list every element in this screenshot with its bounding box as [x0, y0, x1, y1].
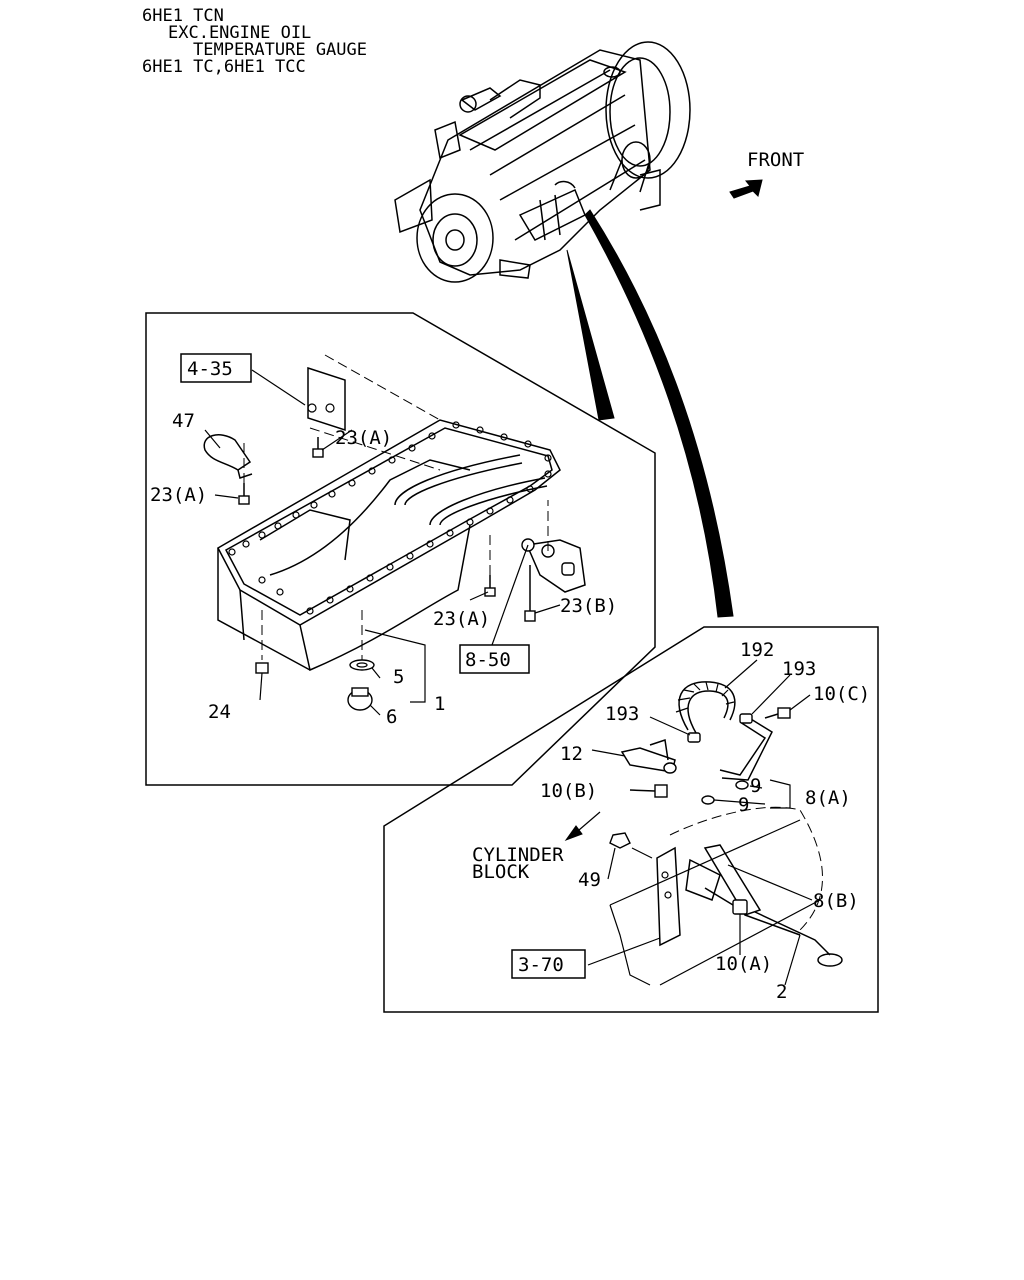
callout-1: 1 — [434, 693, 445, 715]
callout-12: 12 — [560, 743, 583, 765]
callout-8b: 8(B) — [813, 890, 859, 912]
callout-10b: 10(B) — [540, 780, 597, 802]
dipstick-panel — [383, 626, 879, 1013]
ref-8-50-label: 8-50 — [465, 649, 511, 671]
callout-6: 6 — [386, 706, 397, 728]
callout-10c: 10(C) — [813, 683, 870, 705]
callout-9-lower: 9 — [738, 794, 749, 816]
callout-8a: 8(A) — [805, 787, 851, 809]
oil-pan-panel — [145, 312, 656, 786]
front-direction-label: FRONT — [747, 149, 804, 171]
dipstick-pointer — [584, 209, 734, 618]
callout-49: 49 — [578, 869, 601, 891]
callout-23a-bottom: 23(A) — [433, 608, 490, 630]
callout-9-upper: 9 — [750, 775, 761, 797]
callout-193-right: 193 — [782, 658, 816, 680]
ref-3-70-label: 3-70 — [518, 954, 564, 976]
header-line-2: EXC.ENGINE OIL — [168, 23, 311, 43]
callout-24: 24 — [208, 701, 231, 723]
header-line-4: 6HE1 TC,6HE1 TCC — [142, 57, 306, 77]
callout-47: 47 — [172, 410, 195, 432]
ref-box-8-50 — [459, 644, 530, 674]
cylinder-block-label-line-1: CYLINDER — [472, 844, 564, 866]
callout-23b: 23(B) — [560, 595, 617, 617]
bolt-icon — [238, 437, 496, 597]
front-arrow-icon — [729, 179, 763, 199]
header-line-1: 6HE1 TCN — [142, 6, 224, 26]
callout-192: 192 — [740, 639, 774, 661]
oil-pan-pointer — [566, 249, 615, 421]
callout-23a-top: 23(A) — [335, 427, 392, 449]
callout-193-left: 193 — [605, 703, 639, 725]
engine-illustration — [394, 41, 691, 283]
ref-4-35-label: 4-35 — [187, 358, 233, 380]
callout-10a: 10(A) — [715, 953, 772, 975]
ref-box-3-70 — [511, 949, 586, 979]
header-line-3: TEMPERATURE GAUGE — [193, 40, 367, 60]
ref-box-4-35 — [180, 353, 252, 383]
model-header: 6HE1 TCN EXC.ENGINE OIL TEMPERATURE GAUG… — [142, 6, 367, 77]
callout-2: 2 — [776, 981, 787, 1003]
cylinder-block-label-line-2: BLOCK — [472, 861, 530, 883]
callout-23a-left: 23(A) — [150, 484, 207, 506]
callout-5: 5 — [393, 666, 404, 688]
